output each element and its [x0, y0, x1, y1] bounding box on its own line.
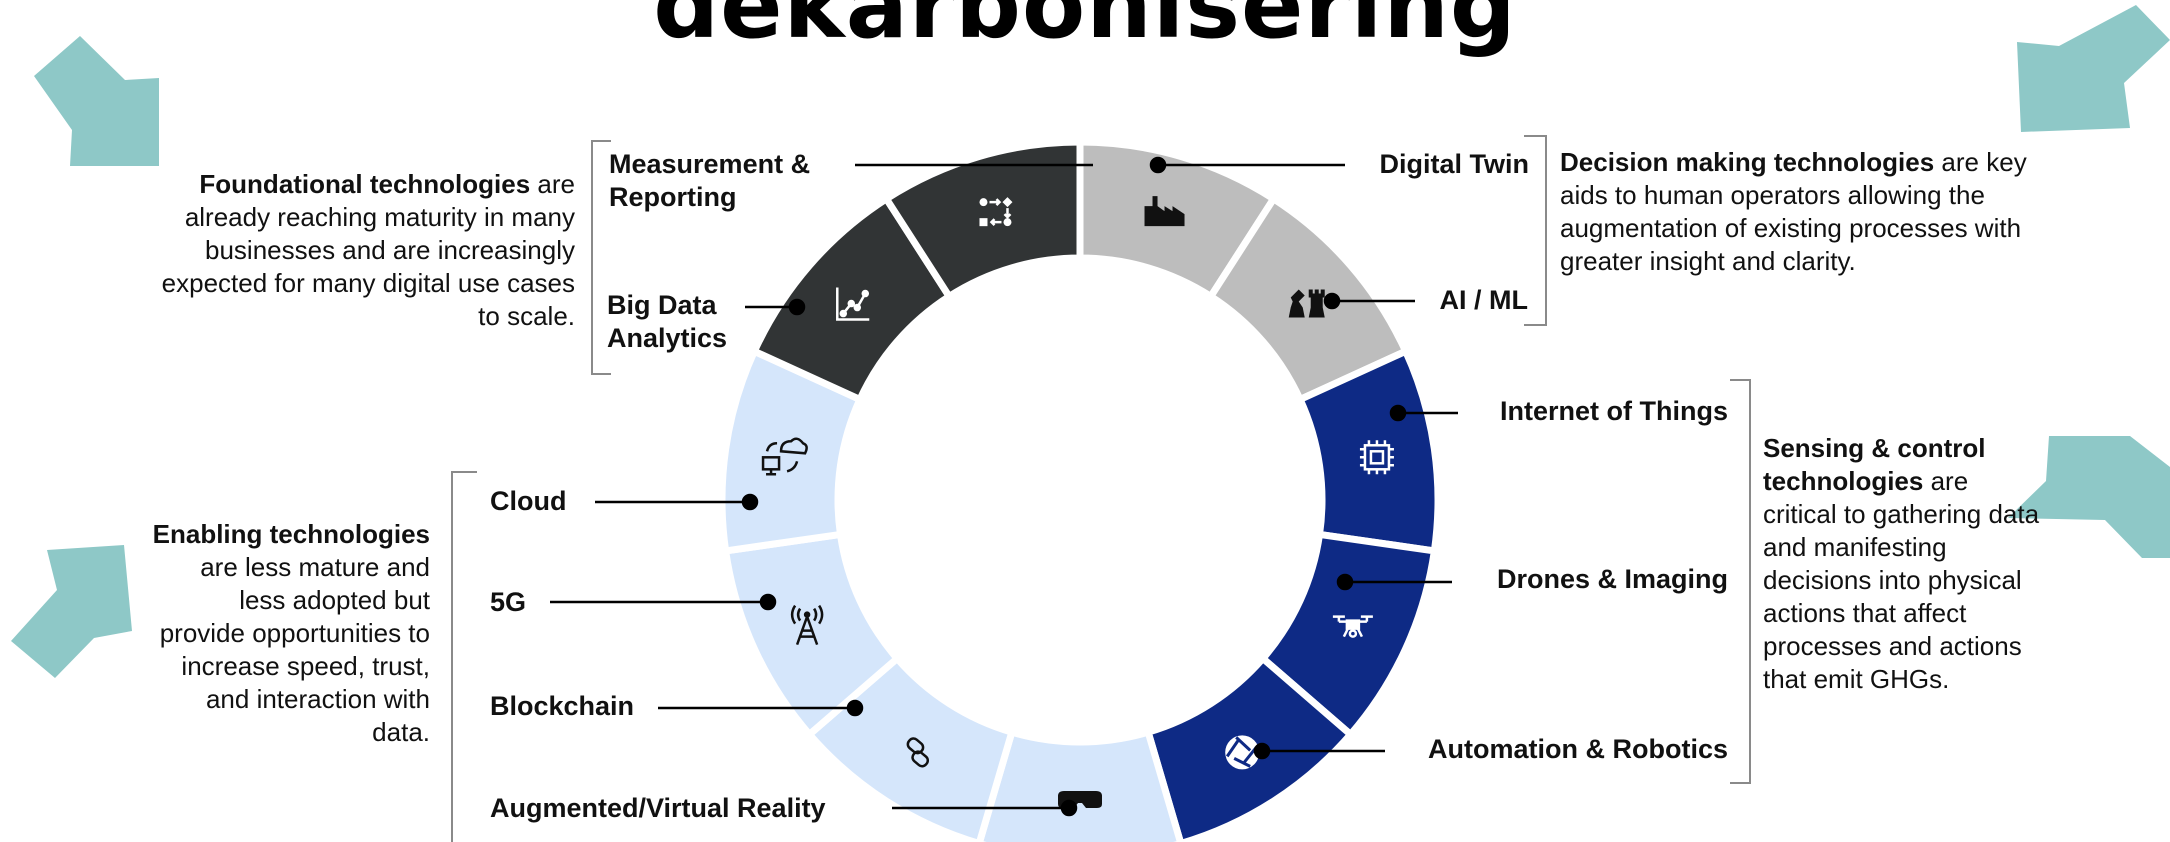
label-drones-imaging: Drones & Imaging	[1496, 564, 1728, 594]
description-enabling-text: are less mature and less adopted but pro…	[159, 552, 430, 747]
description-sensing-text: are critical to gathering data and manif…	[1763, 466, 2040, 694]
arrow-bottom-left	[11, 545, 132, 678]
chain-link-icon	[906, 737, 930, 768]
arrow-right	[2008, 436, 2170, 558]
description-sensing-bold: Sensing & control technologies	[1763, 433, 1986, 496]
leader-lines	[550, 156, 1458, 817]
label-bigdata-line1: Big Data	[607, 290, 717, 320]
description-enabling-bold: Enabling technologies	[152, 519, 430, 549]
bracket-sensing	[1730, 379, 1751, 784]
label-augmented-virtual-reality: Augmented/Virtual Reality	[490, 793, 826, 823]
label-5g: 5G	[490, 587, 527, 617]
bracket-enabling	[451, 471, 477, 842]
description-sensing: Sensing & control technologies are criti…	[1763, 432, 2043, 696]
description-foundational-text: are already reaching maturity in many bu…	[161, 169, 575, 331]
leader-dot-arvr	[1060, 799, 1078, 817]
label-internet-of-things: Internet of Things	[1500, 396, 1728, 426]
description-foundational-bold: Foundational technologies	[199, 169, 531, 199]
arrows	[11, 5, 2170, 678]
description-foundational: Foundational technologies are already re…	[150, 168, 575, 333]
leader-dot-iot	[1389, 404, 1407, 422]
description-decision-text: are key aids to human operators allowing…	[1560, 147, 2027, 276]
process-flow-icon	[979, 197, 1013, 227]
chess-pieces-icon	[1288, 289, 1325, 318]
leader-dot-drones	[1336, 573, 1354, 591]
factory-icon	[1144, 196, 1185, 227]
bracket-foundational	[591, 140, 611, 375]
label-measurement-line1: Measurement &	[609, 149, 811, 179]
bracket-decision	[1524, 135, 1547, 326]
leader-dot-automation	[1253, 742, 1271, 760]
antenna-tower-icon	[790, 604, 824, 646]
diagram-title: dekarbonisering	[653, 0, 1517, 59]
cloud-computer-icon	[761, 437, 808, 476]
leader-dot-cloud	[741, 493, 759, 511]
leader-dot-bigdata	[788, 298, 806, 316]
label-bigdata-line2: Analytics	[607, 323, 728, 353]
microchip-icon	[1359, 440, 1394, 475]
label-ai-ml: AI / ML	[1439, 285, 1529, 315]
description-decision: Decision making technologies are key aid…	[1560, 146, 2030, 278]
scatter-chart-icon	[836, 287, 870, 321]
leader-dot-aiml	[1323, 292, 1341, 310]
description-decision-bold: Decision making technologies	[1560, 147, 1935, 177]
label-digital-twin: Digital Twin	[1379, 149, 1530, 179]
label-measurement-line2: Reporting	[609, 182, 737, 212]
group-brackets	[451, 135, 1751, 842]
leader-dot-digital-twin	[1149, 156, 1167, 174]
label-cloud: Cloud	[490, 486, 567, 516]
leader-dot-blockchain	[846, 699, 864, 717]
label-automation-robotics: Automation & Robotics	[1428, 734, 1728, 764]
segment-augmented-virtual-reality	[975, 727, 1185, 842]
aperture-icon	[1225, 735, 1260, 770]
label-blockchain: Blockchain	[490, 691, 635, 721]
label-measurement-reporting: Measurement & Reporting	[609, 148, 810, 214]
leader-dot-5g	[759, 593, 777, 611]
description-enabling: Enabling technologies are less mature an…	[150, 518, 430, 749]
drone-icon	[1332, 615, 1373, 638]
arrow-top-right	[2017, 5, 2170, 132]
label-big-data-analytics: Big Data Analytics	[607, 289, 727, 355]
arrow-top-left	[34, 36, 159, 166]
